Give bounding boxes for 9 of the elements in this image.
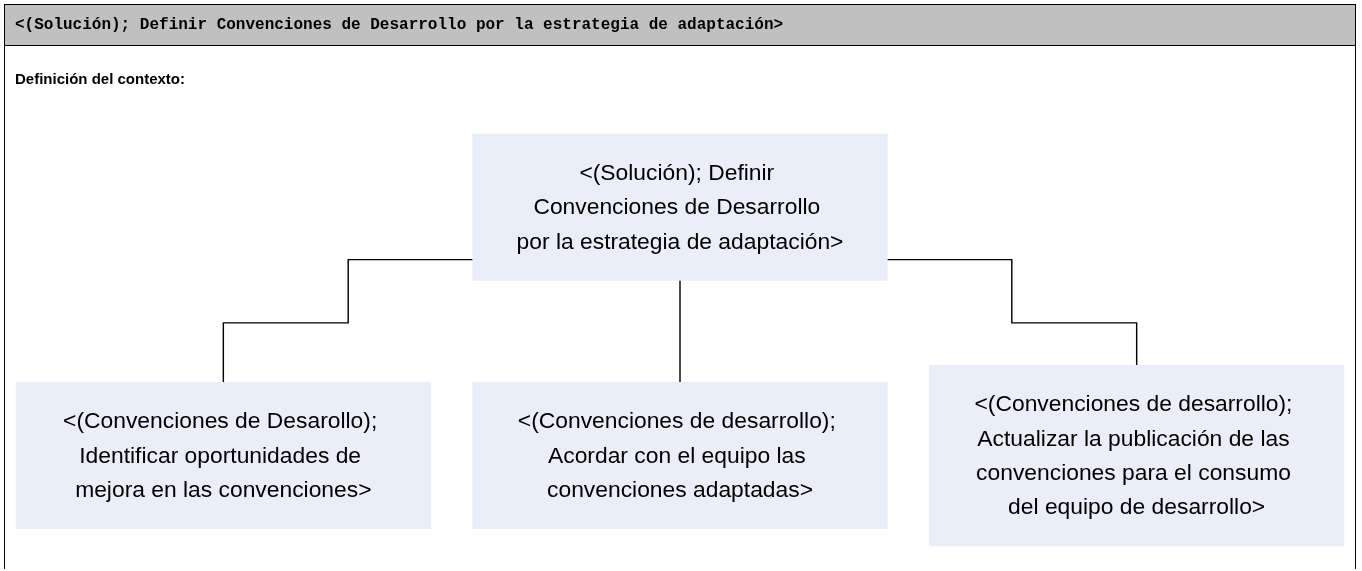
- node-box: <(Convenciones de desarrollo); Actualizar la publicación de las convenciones para el consumo del equipo de desarrollo>: [929, 364, 1345, 547]
- node-box: <(Solución); Definir Convenciones de Desarrollo por la estrategia de adaptación>: [472, 133, 888, 281]
- connector: [222, 258, 474, 384]
- node-box: <(Convenciones de Desarollo); Identificar oportunidades de mejora en las convenciones>: [15, 382, 431, 530]
- connector: [886, 258, 1138, 367]
- node-box: <(Convenciones de desarrollo); Acordar con el equipo las convenciones adaptadas>: [472, 382, 888, 530]
- section-heading: Definición del contexto:: [15, 70, 185, 87]
- title-band: <(Solución); Definir Convenciones de Desarrollo por la estrategia de adaptación>: [5, 5, 1355, 46]
- connector: [679, 279, 681, 384]
